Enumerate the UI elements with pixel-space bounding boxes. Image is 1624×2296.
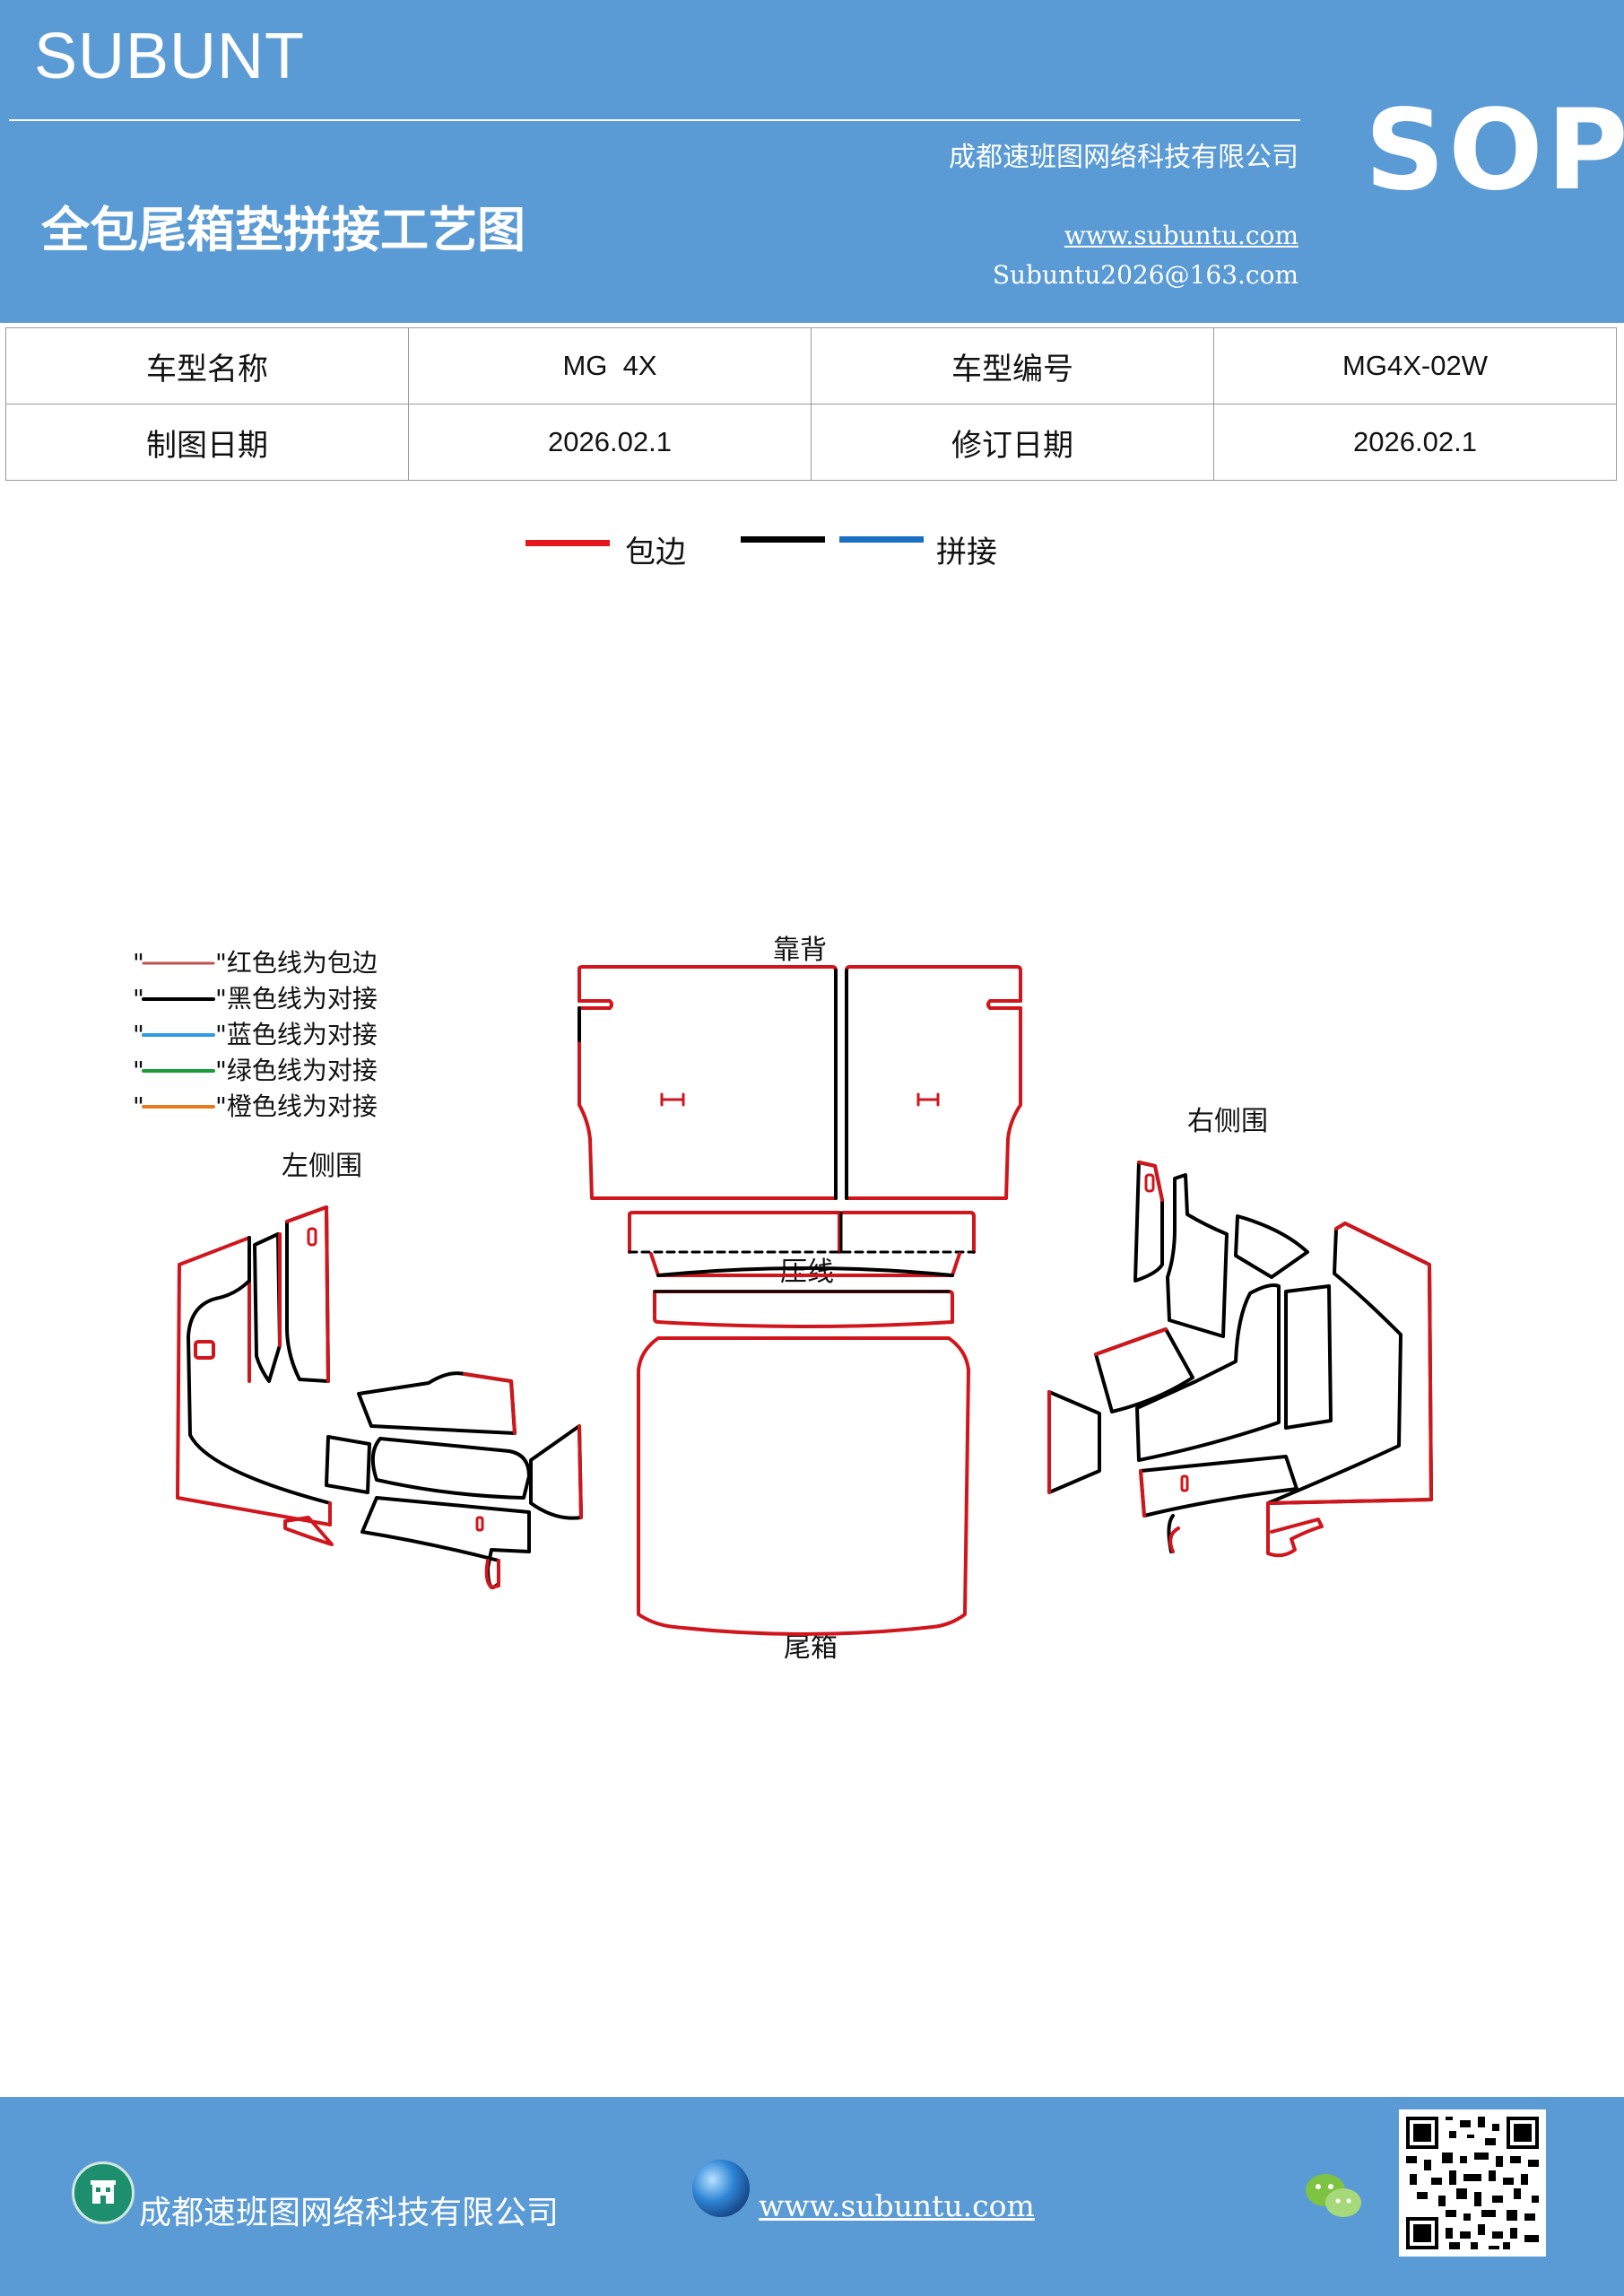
label-trunk: 尾箱 xyxy=(784,1632,838,1664)
model-name-value: MG 4X xyxy=(408,327,812,404)
blue-line-swatch xyxy=(839,536,924,543)
footer-website-link[interactable]: www.subuntu.com xyxy=(759,2188,1035,2223)
table-row: 制图日期 2026.02.1 修订日期 2026.02.1 xyxy=(5,404,1617,481)
label-backrest: 靠背 xyxy=(773,935,827,966)
header-divider xyxy=(9,119,1300,121)
label-right-side: 右侧围 xyxy=(1187,1106,1268,1137)
edge-line-swatch xyxy=(525,540,610,546)
join-legend-label: 拼接 xyxy=(936,535,997,570)
key-quote: " xyxy=(133,948,144,978)
label-left-side: 左侧围 xyxy=(282,1151,362,1182)
model-code-label: 车型编号 xyxy=(811,327,1214,404)
model-code-value: MG4X-02W xyxy=(1213,327,1617,404)
revise-date-label: 修订日期 xyxy=(811,404,1214,481)
draw-date-value: 2026.02.1 xyxy=(408,404,812,481)
label-crease: 压线 xyxy=(780,1257,834,1288)
qr-code xyxy=(1399,2109,1546,2257)
draw-date-label: 制图日期 xyxy=(5,404,409,481)
footer-company-name: 成都速班图网络科技有限公司 xyxy=(139,2195,560,2231)
backrest-left-piece xyxy=(578,965,838,1200)
website-link[interactable]: www.subuntu.com xyxy=(1064,221,1298,250)
crease-strip xyxy=(628,1211,976,1328)
key-text-orange: "橙色线为对接 xyxy=(215,1091,378,1121)
right-side-panels xyxy=(1047,1161,1433,1558)
revise-date-value: 2026.02.1 xyxy=(1213,404,1617,481)
sop-mark: SOP xyxy=(1365,86,1624,215)
table-row: 车型名称 MG 4X 车型编号 MG4X-02W xyxy=(5,327,1617,404)
globe-icon xyxy=(692,2160,750,2217)
key-text-blue: "蓝色线为对接 xyxy=(215,1020,378,1049)
header-band: SUBUNT 成都速班图网络科技有限公司 全包尾箱垫拼接工艺图 www.subu… xyxy=(0,0,1624,323)
footer-band: 成都速班图网络科技有限公司 www.subuntu.com xyxy=(0,2097,1624,2296)
vehicle-info-table: 车型名称 MG 4X 车型编号 MG4X-02W 制图日期 2026.02.1 … xyxy=(5,327,1617,481)
brand-name: SUBUNT xyxy=(34,21,306,92)
email-address: Subuntu2026@163.com xyxy=(992,260,1298,290)
document-title: 全包尾箱垫拼接工艺图 xyxy=(41,202,525,258)
edge-legend-label: 包边 xyxy=(625,535,686,570)
key-text-green: "绿色线为对接 xyxy=(215,1056,378,1085)
key-text-black: "黑色线为对接 xyxy=(215,984,378,1013)
backrest-right-piece xyxy=(845,965,1022,1200)
splicing-diagram: " "红色线为包边 " "黑色线为对接 " "蓝色线为对接 " "绿色线为对接 … xyxy=(133,935,1433,1664)
left-side-panels xyxy=(176,1205,583,1589)
key-quote: " xyxy=(133,1056,144,1085)
building-icon xyxy=(91,2180,116,2204)
key-quote: " xyxy=(133,1091,144,1121)
trunk-floor-piece xyxy=(637,1336,970,1636)
model-name-label: 车型名称 xyxy=(5,327,409,404)
black-line-swatch xyxy=(741,536,825,543)
company-icon xyxy=(72,2161,135,2224)
color-key: " "红色线为包边 " "黑色线为对接 " "蓝色线为对接 " "绿色线为对接 … xyxy=(133,948,378,1121)
key-quote: " xyxy=(133,1020,144,1049)
key-quote: " xyxy=(133,984,144,1013)
key-text-red: "红色线为包边 xyxy=(215,948,378,978)
line-legend: 包边 拼接 xyxy=(0,527,1624,572)
company-name: 成都速班图网络科技有限公司 xyxy=(949,142,1298,173)
wechat-icon[interactable] xyxy=(1302,2169,1365,2222)
